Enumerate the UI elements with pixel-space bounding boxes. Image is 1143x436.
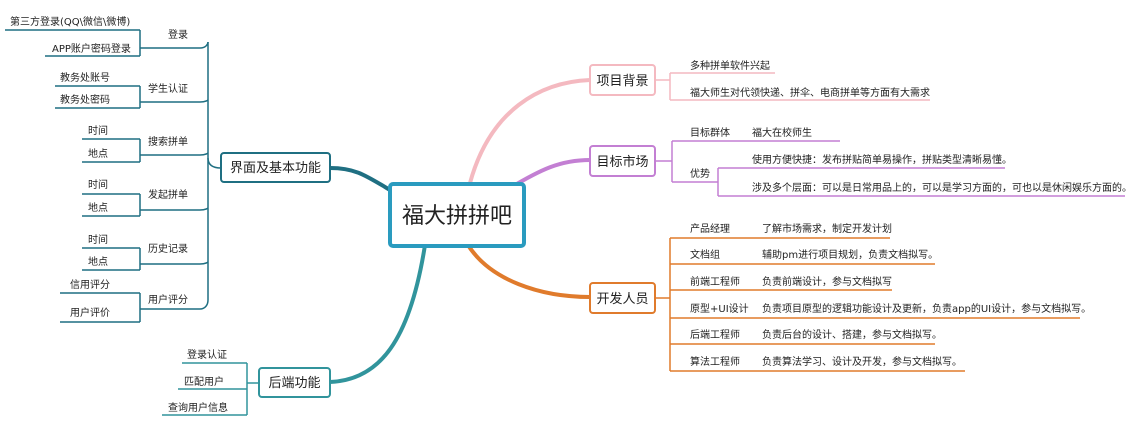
market-advantage-leaf-1[interactable]: 使用方便快捷：发布拼贴简单易操作，拼贴类型清晰易懂。 [752,153,1012,166]
ui-create-leaf-1: 时间 [88,178,108,191]
market-advantage-leaf-2[interactable]: 涉及多个层面：可以是日常用品上的，可以是学习方面的，可也以是休闲娱乐方面的。 [752,181,1132,194]
ui-search-leaf-2: 地点 [88,147,108,160]
dev-desc-4[interactable]: 负责项目原型的逻辑功能设计及更新，负责app的UI设计，参与文档拟写。 [762,302,1091,315]
root-label: 福大拼拼吧 [402,204,512,229]
branch-ui: 界面及基本功能 [5,15,331,323]
backend-lines [162,362,259,416]
market-group-label[interactable]: 目标群体 [690,126,730,139]
ui-rating-leaf-2: 用户评价 [70,306,110,319]
dev-node-label: 开发人员 [596,291,648,307]
ui-history-leaf-2: 地点 [88,255,108,268]
market-group-value[interactable]: 福大在校师生 [752,126,812,139]
backend-leaf-3[interactable]: 查询用户信息 [168,401,228,414]
ui-sub-rating[interactable]: 用户评分 信用评分 用户评价 [70,279,188,319]
ui-sub-login[interactable]: 登录 第三方登录(QQ\微信\微博) APP账户密码登录 [10,15,188,55]
dev-desc-6[interactable]: 负责算法学习、设计及开发，参与文档拟写。 [762,355,962,368]
ui-create-leaf-2: 地点 [88,201,108,214]
ui-bracket [199,41,222,310]
ui-auth-leaf-1: 教务处账号 [60,71,110,84]
branch-background-connector [468,78,591,184]
branch-market: 目标市场 目标群体 福大在校师生 优势 使用方便快捷：发布拼贴简单易操作，拼贴类… [589,126,1132,197]
branch-dev-connector [466,243,591,299]
branch-background: 项目背景 多种拼单软件兴起 福大师生对代领快递、拼伞、电商拼单等方面有大需求 [589,59,930,101]
dev-role-6[interactable]: 算法工程师 [690,355,740,368]
ui-login-leaf-1: 第三方登录(QQ\微信\微博) [10,15,130,28]
background-leaf-1[interactable]: 多种拼单软件兴起 [690,59,770,72]
ui-sub-history-label: 历史记录 [148,243,188,255]
backend-node-label: 后端功能 [268,376,320,391]
ui-sub-history[interactable]: 历史记录 时间 地点 [88,233,188,268]
ui-search-leaf-1: 时间 [88,124,108,137]
dev-desc-3[interactable]: 负责前端设计，参与文档拟写 [762,275,892,288]
background-leaf-2[interactable]: 福大师生对代领快递、拼伞、电商拼单等方面有大需求 [690,86,930,99]
ui-sub-search[interactable]: 搜索拼单 时间 地点 [88,124,188,160]
dev-role-3[interactable]: 前端工程师 [690,275,740,288]
ui-sub-lines [5,29,200,323]
backend-leaf-1[interactable]: 登录认证 [187,348,227,361]
ui-sub-rating-label: 用户评分 [148,293,188,306]
dev-desc-2[interactable]: 辅助pm进行项目规划，负责文档拟写。 [762,248,938,261]
market-node-label: 目标市场 [596,154,648,170]
background-node-label: 项目背景 [596,74,648,89]
market-advantage-label[interactable]: 优势 [690,167,710,180]
branch-backend: 后端功能 登录认证 匹配用户 查询用户信息 [162,348,331,416]
dev-role-1[interactable]: 产品经理 [690,222,730,235]
ui-sub-login-label: 登录 [168,28,188,41]
ui-rating-leaf-1: 信用评分 [70,279,110,291]
dev-role-5[interactable]: 后端工程师 [690,328,740,341]
ui-login-leaf-2: APP账户密码登录 [52,42,131,55]
ui-auth-leaf-2: 教务处密码 [60,93,110,106]
branch-dev: 开发人员 产品经理 了解市场需求，制定开发计划 文档组 辅助pm进行项目规划，负… [589,222,1091,372]
dev-role-4[interactable]: 原型+UI设计 [690,302,749,315]
market-lines [655,140,1125,197]
ui-sub-create[interactable]: 发起拼单 时间 地点 [88,178,188,214]
dev-lines [655,237,1080,372]
ui-history-leaf-1: 时间 [88,233,108,246]
ui-sub-create-label: 发起拼单 [148,188,188,201]
branch-backend-connector [329,244,427,384]
backend-leaf-2[interactable]: 匹配用户 [184,375,224,388]
branch-ui-connector [329,166,392,192]
ui-sub-auth-label: 学生认证 [148,82,188,95]
dev-role-2[interactable]: 文档组 [690,248,720,261]
ui-sub-student-auth[interactable]: 学生认证 教务处账号 教务处密码 [60,71,188,106]
dev-desc-1[interactable]: 了解市场需求，制定开发计划 [762,222,892,235]
dev-desc-5[interactable]: 负责后台的设计、搭建，参与文档拟写。 [762,328,942,341]
ui-sub-search-label: 搜索拼单 [148,135,188,148]
background-lines [655,72,930,101]
root-node[interactable]: 福大拼拼吧 [388,182,526,248]
ui-node-label: 界面及基本功能 [230,161,321,176]
